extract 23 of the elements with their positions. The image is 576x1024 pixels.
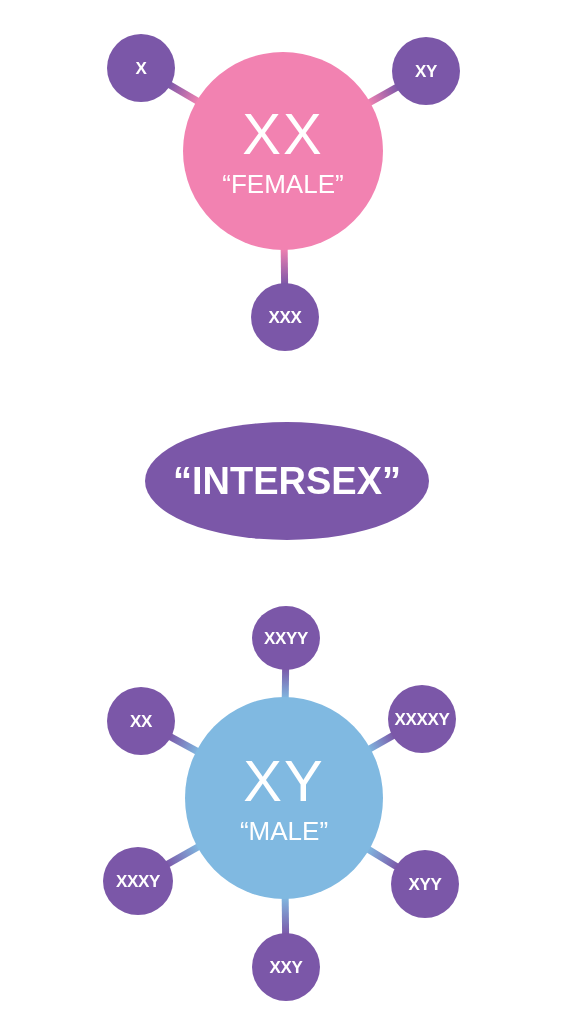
karyotype-label: XXX: [268, 308, 302, 326]
karyotype-label: XY: [414, 62, 438, 80]
connector-line: [164, 843, 201, 868]
karyotype-label: XX: [242, 105, 324, 163]
sex-label: “FEMALE”: [222, 171, 344, 197]
connector-line: [280, 247, 289, 286]
connector-line: [167, 733, 200, 755]
connector-line: [281, 896, 290, 936]
sex-label: “MALE”: [239, 818, 329, 844]
karyotype-label: XXXY: [115, 872, 161, 890]
category-label: “INTERSEX”: [172, 462, 401, 500]
karyotype-label: XXY: [269, 958, 303, 976]
karyotype-label: XY: [243, 752, 325, 810]
connector-line: [166, 81, 201, 105]
karyotype-label: XYY: [408, 875, 442, 893]
karyotype-label: XX: [129, 712, 153, 730]
connector-line: [281, 667, 290, 700]
karyotype-label: XXXXY: [394, 710, 450, 728]
connector-line: [366, 731, 396, 753]
karyotype-label: XXYY: [263, 629, 309, 647]
karyotype-label: X: [135, 59, 147, 77]
connector-line: [366, 83, 400, 107]
connector-line: [365, 845, 400, 871]
